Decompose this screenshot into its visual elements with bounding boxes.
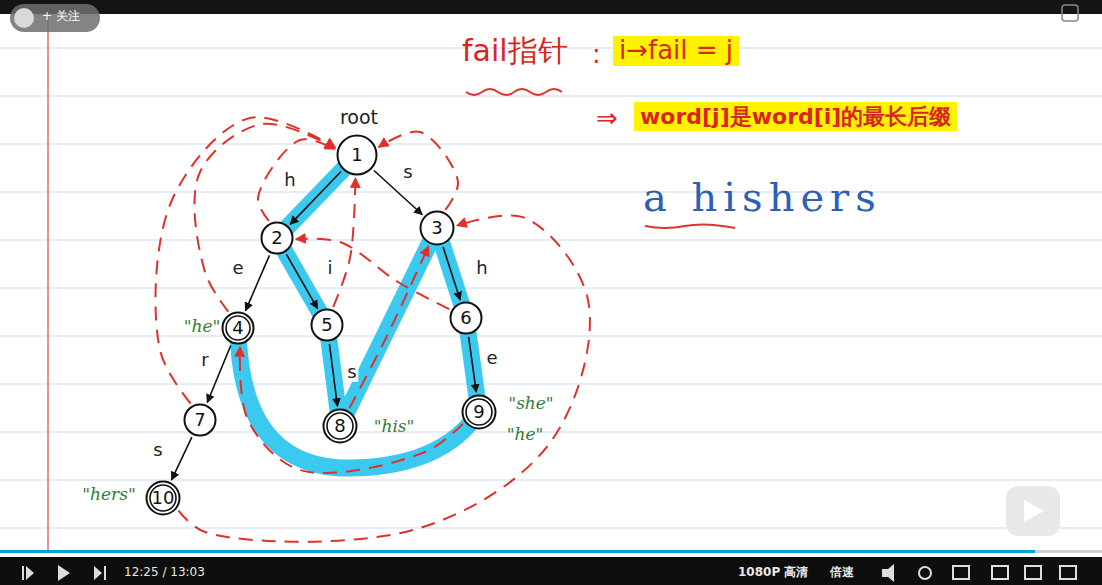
edge-char: i [325,258,334,278]
trie-node: 8"his" [322,408,358,444]
top-bar [0,0,1102,14]
trie-node: "hers"10 [145,480,181,516]
edge-char: e [484,348,499,368]
follow-pill [10,4,100,32]
fail-pointer [155,117,335,403]
corner-icon [1062,5,1078,21]
trie-edge [374,171,422,215]
fail-pointer [258,139,335,221]
trie-edge [469,337,477,392]
highlight-path [238,155,479,468]
word-label: "she" [508,395,553,412]
inner-ring [226,316,250,340]
inner-ring [466,399,492,425]
fail-pointer [296,239,449,309]
trie-node: 3 [419,210,455,246]
node-number: 4 [232,319,243,337]
inner-ring [327,413,353,439]
word-label: root [340,108,378,127]
node-ring [338,136,377,175]
node-ring [185,405,216,436]
trie-node: 9"she""he" [461,394,497,430]
logo-play [1024,500,1044,522]
edge-char: h [282,170,297,190]
player-text: + 关注 [42,10,80,24]
trie-edge [286,254,317,308]
board-note: word[j]是word[i]的最长后缀 [634,102,957,131]
node-number: 1 [351,146,362,164]
fail-pointer [240,347,463,473]
node-ring [262,223,293,254]
node-number: 2 [271,229,282,247]
edge-char: s [345,362,358,382]
progress-bar [0,550,1035,553]
edge-char: h [474,258,489,278]
node-number: 7 [194,411,205,429]
word-label: "hers" [82,486,136,503]
trie-edge [443,247,460,300]
trie-node: 7 [183,403,217,437]
node-number: 3 [431,219,442,237]
player-controls [22,564,1076,582]
ruled-lines [0,48,1102,528]
trie-node: 2 [260,221,294,255]
node-ring [451,303,482,334]
node-ring [223,313,254,344]
wavy-underline [466,89,562,95]
inner-ring [150,485,176,511]
node-number: 10 [152,489,175,507]
node-ring [312,310,343,341]
node-number: 8 [334,417,345,435]
node-ring [421,212,454,245]
trie-edge [207,346,230,403]
player-text: 1080P 高清 [738,566,808,580]
fail-pointer [333,178,355,307]
avatar-icon [14,8,34,28]
node-number: 6 [460,309,471,327]
trie-edge [290,172,341,225]
board-note: : [592,40,601,70]
control-bar [0,557,1102,585]
edge-char: r [199,350,210,370]
trie-edge [246,255,270,310]
trie-node: "he"4 [221,311,255,345]
player-text: 12:25 / 13:03 [124,566,205,580]
trie-node: root1 [336,134,378,176]
fail-pointer [349,246,428,408]
word-label: "he" [184,318,221,335]
edge-char: s [151,440,164,460]
node-ring [324,410,357,443]
fail-pointer [379,132,458,210]
trie-node: 5 [310,308,344,342]
node-ring [147,482,180,515]
board-note: a hishers [643,174,882,220]
trie-node: 6 [449,301,483,335]
fail-pointer [179,216,590,542]
player-text: 倍速 [830,566,854,580]
node-number: 5 [321,316,332,334]
word-label: "his" [374,418,415,435]
fail-pointer [194,124,335,312]
node-ring [463,396,496,429]
player-logo [1006,486,1060,536]
edge-char: s [401,162,414,182]
board-note: ⇒ [596,104,618,134]
board-note: fail指针 [462,34,568,69]
node-number: 9 [473,403,484,421]
edge-char: e [230,258,245,278]
board-note: i→fail = j [613,36,739,66]
word-label: "he" [507,426,544,443]
trie-edge [329,344,337,406]
trie-edge [172,437,192,480]
margin-line [47,0,49,552]
progress-track [0,550,1102,553]
red-underline [645,224,735,228]
